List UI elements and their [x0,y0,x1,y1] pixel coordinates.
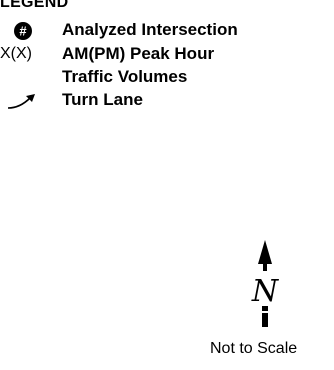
analyzed-intersection-symbol: # [19,24,27,39]
legend-item-peak-hour-volumes: X(X) AM(PM) Peak Hour [0,44,334,66]
legend-label-turn-lane: Turn Lane [62,90,143,109]
turn-lane-arrow-icon [6,92,38,117]
legend-item-turn-lane: Turn Lane [0,90,334,112]
peak-hour-symbol: X(X) [0,45,32,62]
analyzed-intersection-icon: # [13,21,33,46]
north-letter: N [251,274,280,309]
legend-label-analyzed-intersection: Analyzed Intersection [62,20,238,39]
legend-item-analyzed-intersection: # Analyzed Intersection [0,20,334,42]
north-arrow-icon: N [250,238,280,330]
legend-item-peak-hour-volumes-line2: Traffic Volumes [0,67,334,89]
scale-note: Not to Scale [210,340,298,357]
legend-label-traffic-volumes: Traffic Volumes [62,67,188,86]
legend-label-peak-hour: AM(PM) Peak Hour [62,44,215,63]
legend-title: LEGEND [0,0,69,11]
